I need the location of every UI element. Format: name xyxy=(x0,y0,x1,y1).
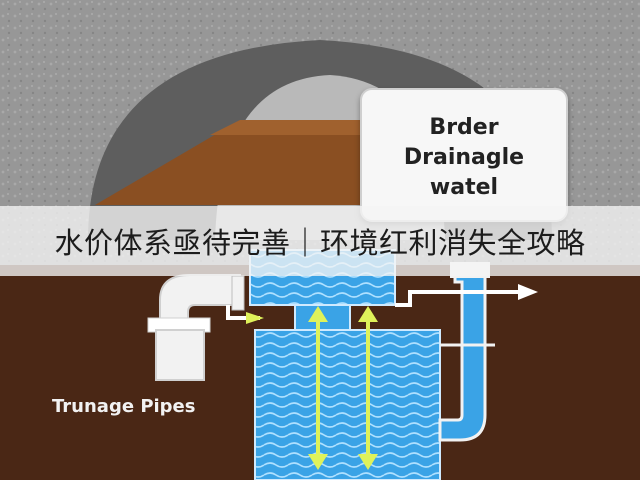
outflow-arrowhead xyxy=(518,284,538,300)
callout-text: Brder Drainagle watel xyxy=(403,115,525,200)
inflow-arrow xyxy=(246,312,264,324)
inlet-pipe-stub xyxy=(231,275,245,311)
outflow-line xyxy=(395,290,520,307)
level-arrow-left xyxy=(308,306,328,470)
title-banner: 水价体系亟待完善｜环境红利消失全攻略 xyxy=(0,206,640,276)
tank-body xyxy=(254,329,441,480)
callout-box: Brder Drainagle watel xyxy=(360,88,568,222)
level-arrow-right xyxy=(358,306,378,470)
banner-title: 水价体系亟待完善｜环境红利消失全攻略 xyxy=(54,226,586,260)
inlet-pipe-vertical xyxy=(155,329,205,381)
pipes-label: Trunage Pipes xyxy=(52,396,196,417)
outlet-pipe xyxy=(438,263,487,442)
